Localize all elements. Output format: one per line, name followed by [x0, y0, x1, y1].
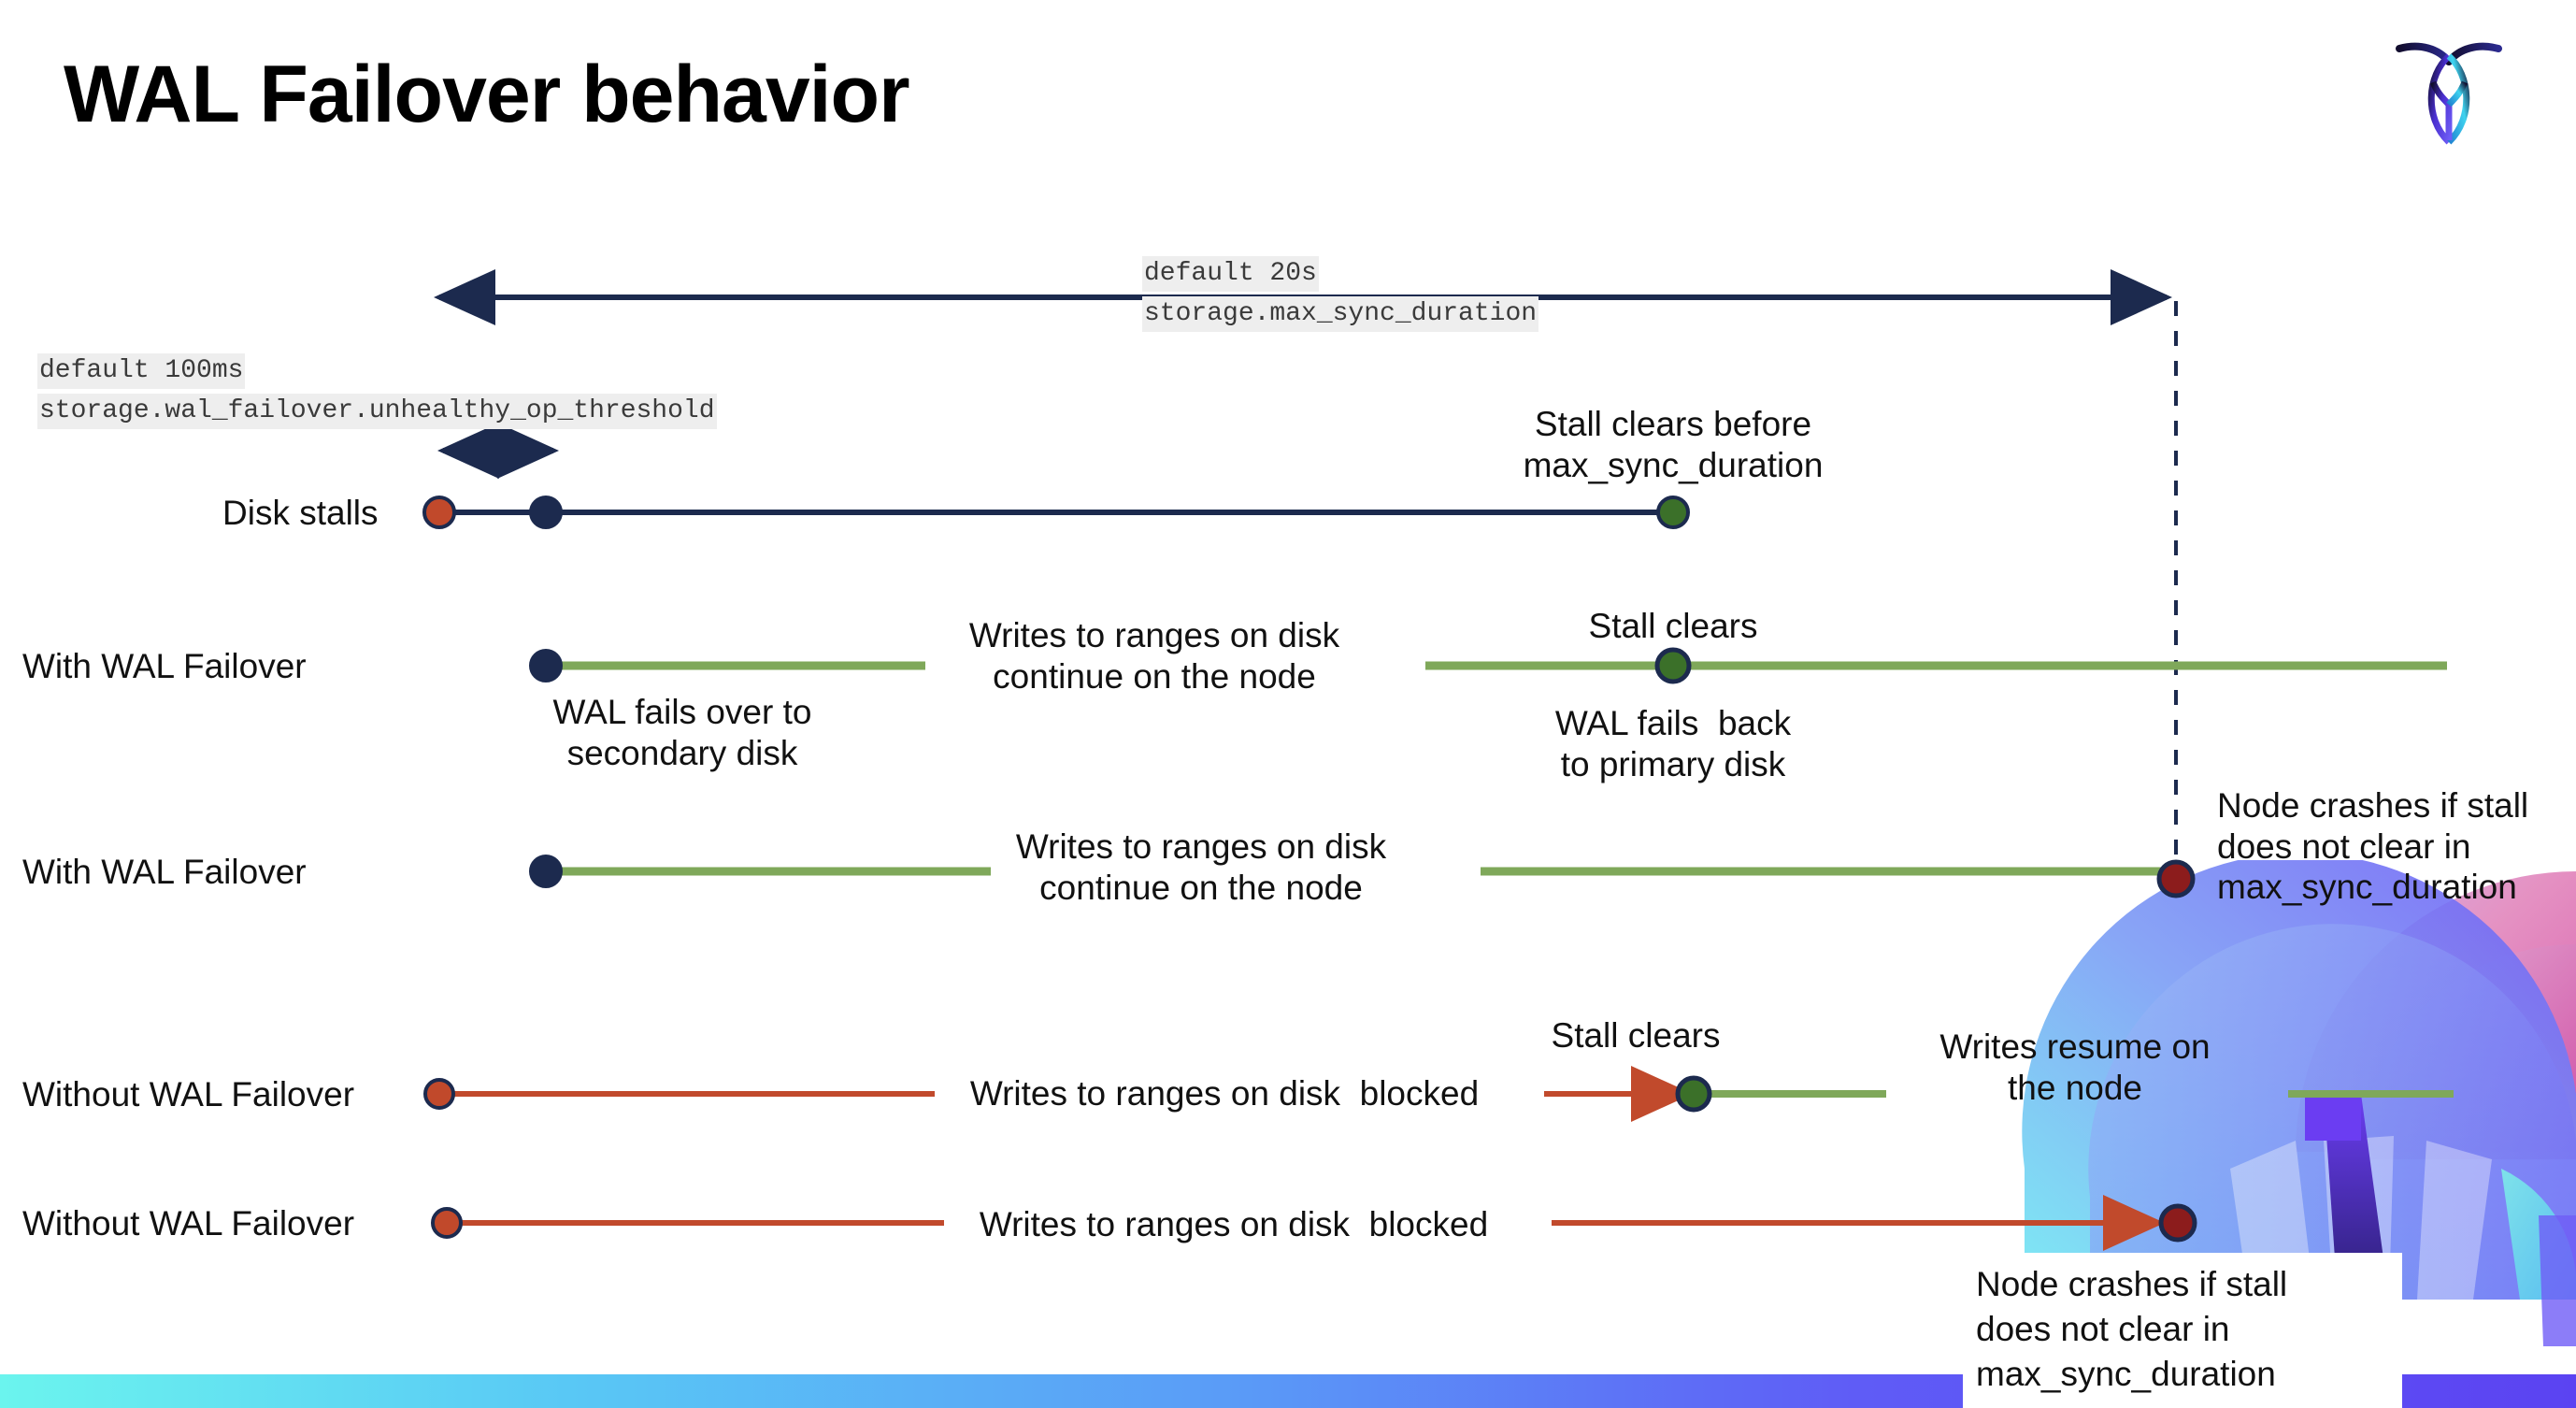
row-label-without-wal-failover-clears: Without WAL Failover [22, 1075, 355, 1113]
row-with-wal-failover-clears-track [529, 647, 2447, 684]
unhealthy-op-setting-chip: storage.wal_failover.unhealthy_op_thresh… [37, 394, 717, 429]
annotation-writes-blocked-1: Writes to ranges on disk blocked [969, 1074, 1480, 1113]
annotation-wal-fails-over: WAL fails over to secondary disk [552, 693, 812, 772]
row-label-disk-stalls: Disk stalls [222, 494, 379, 532]
row-label-with-wal-failover-clears: With WAL Failover [22, 647, 307, 685]
annotation-stall-clears-before: Stall clears before max_sync_duration [1523, 405, 1824, 484]
annotation-writes-blocked-2: Writes to ranges on disk blocked [979, 1205, 1489, 1243]
annotation-node-crashes-1: Node crashes if stall does not clear in … [2217, 786, 2529, 907]
annotation-writes-resume: Writes resume on the node [1939, 1027, 2211, 1107]
row-with-wal-failover-crash-track [529, 855, 2196, 898]
annotation-stall-clears-1: Stall clears [1588, 607, 1758, 645]
annotation-node-crashes-2: Node crashes if stall does not clear in … [1963, 1253, 2402, 1408]
row-disk-stalls-track [422, 496, 1690, 529]
annotation-writes-continue-2: Writes to ranges on disk continue on the… [1015, 827, 1387, 907]
unhealthy-op-default-chip: default 100ms [37, 353, 246, 389]
max-sync-setting-chip: storage.max_sync_duration [1142, 296, 1539, 332]
annotation-stall-clears-2: Stall clears [1551, 1016, 1721, 1055]
annotation-writes-continue-1: Writes to ranges on disk continue on the… [968, 616, 1340, 696]
annotation-wal-fails-back: WAL fails back to primary disk [1554, 704, 1792, 783]
row-without-wal-failover-clears-track [423, 1066, 2454, 1122]
row-label-with-wal-failover-crash: With WAL Failover [22, 853, 307, 891]
row-label-without-wal-failover-crash: Without WAL Failover [22, 1204, 355, 1243]
page-title: WAL Failover behavior [64, 50, 910, 139]
max-sync-default-chip: default 20s [1142, 256, 1319, 292]
row-without-wal-failover-crash-track [431, 1195, 2197, 1251]
cockroachdb-logo-icon [2396, 42, 2502, 145]
